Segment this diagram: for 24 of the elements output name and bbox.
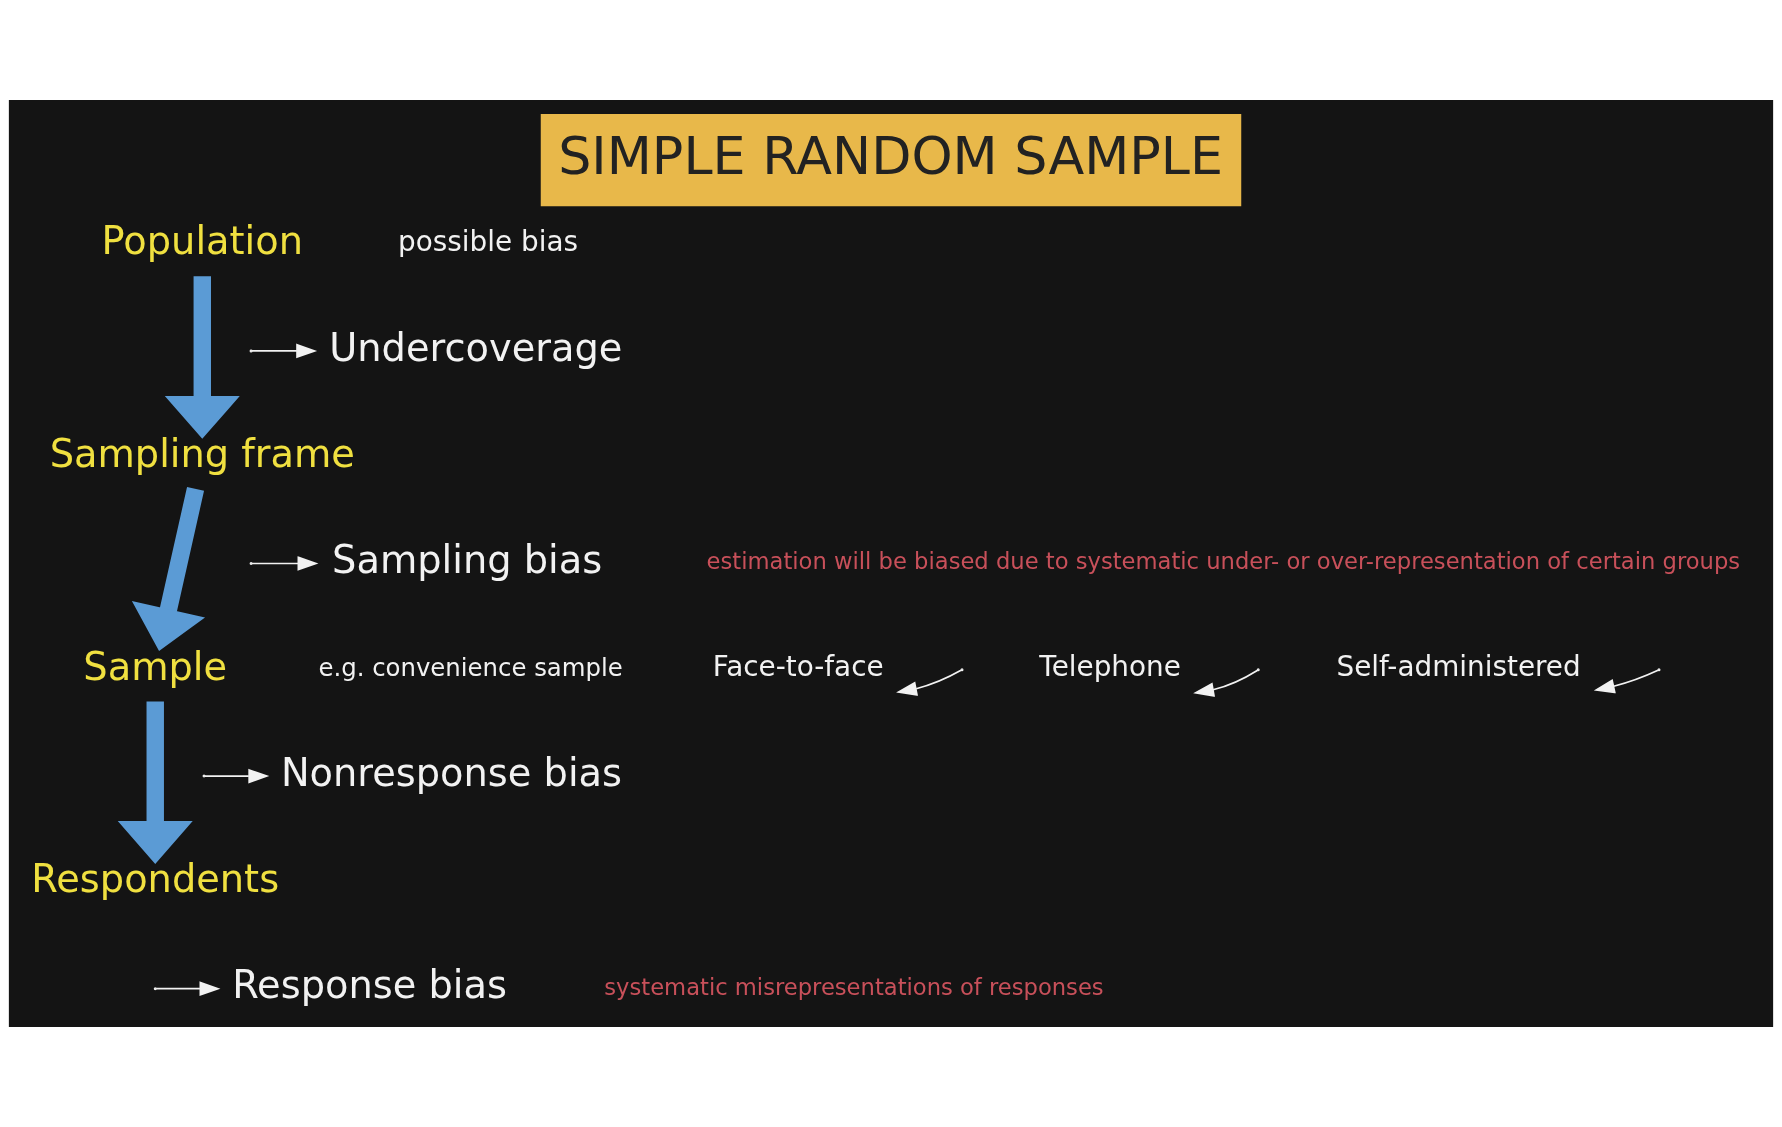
arrow: [1193, 669, 1259, 697]
arrow: [164, 276, 240, 439]
arrow: [117, 701, 193, 864]
arrow: [155, 981, 221, 996]
node-text: Sampling bias: [332, 537, 603, 583]
node-text: Nonresponse bias: [280, 749, 623, 795]
node-text: Respondents: [31, 856, 280, 902]
node-text: Population: [101, 218, 303, 264]
node-text: Sample: [83, 643, 228, 689]
label: estimation will be biased due to systematic under- or over-representation of certain groups: [706, 548, 1741, 575]
arrow: [896, 669, 962, 696]
node-text: Self-administered: [1336, 650, 1581, 684]
diagram-title: SIMPLE RANDOM SAMPLE: [558, 125, 1223, 187]
arrow: [251, 556, 319, 571]
node-text: Sampling frame: [49, 430, 355, 476]
arrow: [131, 487, 206, 652]
node-text: Response bias: [232, 962, 507, 1008]
node-text: Undercoverage: [329, 324, 623, 370]
label: possible bias: [398, 225, 579, 259]
node-text: Face-to-face: [712, 650, 884, 684]
node-text: Telephone: [1039, 650, 1181, 684]
label: systematic misrepresentations of responses: [604, 973, 1104, 1000]
arrow: [1593, 669, 1659, 694]
node-label: e.g. convenience sample: [318, 653, 623, 683]
